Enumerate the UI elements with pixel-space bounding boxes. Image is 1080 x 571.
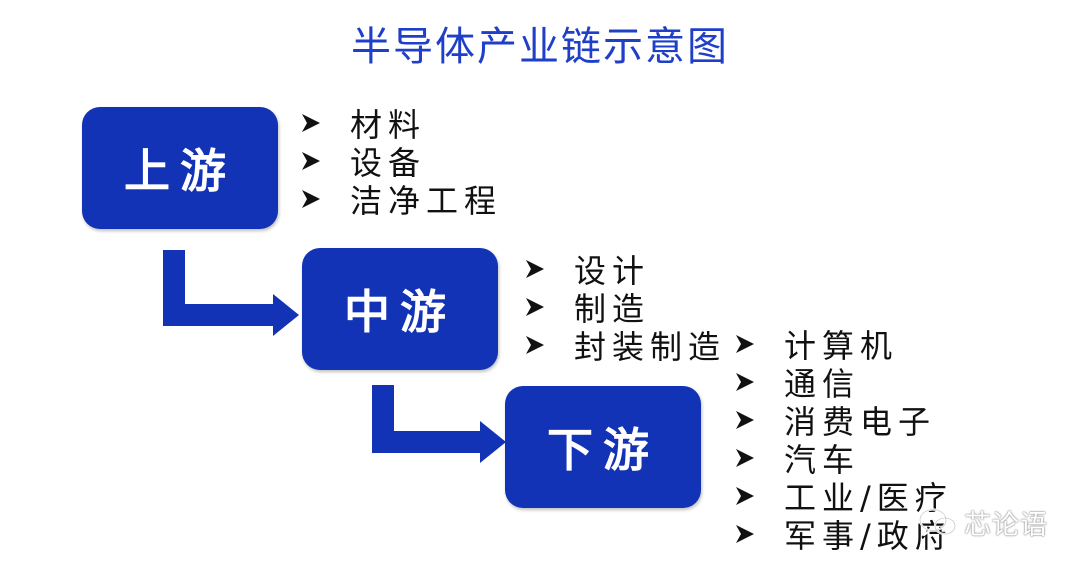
list-item: 设备 [300, 142, 502, 182]
downstream-item: 计算机 [784, 327, 899, 365]
watermark-text: 芯论语 [964, 510, 1048, 541]
upstream-item: 材料 [350, 106, 427, 144]
list-item: 汽车 [734, 439, 953, 479]
arrow-bullet-icon [736, 449, 754, 467]
list-item: 封装制造 [524, 326, 726, 366]
stage-box-midstream: 中游 [302, 248, 498, 370]
stage-label-midstream: 中游 [344, 285, 456, 339]
list-item: 洁净工程 [300, 180, 502, 220]
arrow-bullet-icon [736, 487, 754, 505]
list-item: 设计 [524, 250, 726, 290]
stage-box-downstream: 下游 [505, 386, 701, 508]
downstream-item: 通信 [784, 365, 861, 403]
list-item: 计算机 [734, 325, 953, 365]
arrow-bullet-icon [526, 336, 544, 354]
arrow-bullet-icon [302, 190, 320, 208]
list-item: 工业/医疗 [734, 477, 953, 517]
arrow-bullet-icon [736, 335, 754, 353]
midstream-item-list: 设计 制造 封装制造 [524, 250, 726, 366]
arrow-midstream-to-downstream [372, 385, 506, 463]
list-item: 材料 [300, 104, 502, 144]
list-item: 消费电子 [734, 401, 953, 441]
midstream-item: 制造 [574, 290, 651, 328]
midstream-item: 封装制造 [574, 328, 727, 366]
list-item: 通信 [734, 363, 953, 403]
arrow-bullet-icon [526, 260, 544, 278]
arrow-bullet-icon [736, 373, 754, 391]
upstream-item-list: 材料 设备 洁净工程 [300, 104, 502, 220]
arrow-bullet-icon [302, 114, 320, 132]
downstream-item: 消费电子 [784, 403, 937, 441]
arrow-bullet-icon [526, 298, 544, 316]
arrow-upstream-to-midstream [163, 250, 299, 336]
downstream-item: 汽车 [784, 441, 861, 479]
wechat-icon [918, 507, 957, 539]
downstream-item-list: 计算机 通信 消费电子 汽车 工业/医疗 军事/政府 [734, 325, 953, 555]
stage-label-downstream: 下游 [547, 423, 659, 477]
page-title: 半导体产业链示意图 [351, 24, 729, 70]
upstream-item: 设备 [350, 144, 427, 182]
midstream-item: 设计 [574, 252, 651, 290]
arrow-bullet-icon [302, 152, 320, 170]
upstream-item: 洁净工程 [350, 182, 503, 220]
stage-label-upstream: 上游 [124, 144, 236, 198]
downstream-item: 工业/医疗 [784, 479, 953, 517]
list-item: 制造 [524, 288, 726, 328]
arrow-bullet-icon [736, 411, 754, 429]
stage-box-upstream: 上游 [82, 107, 278, 229]
watermark: 芯论语 [918, 503, 1048, 542]
arrow-bullet-icon [736, 525, 754, 543]
